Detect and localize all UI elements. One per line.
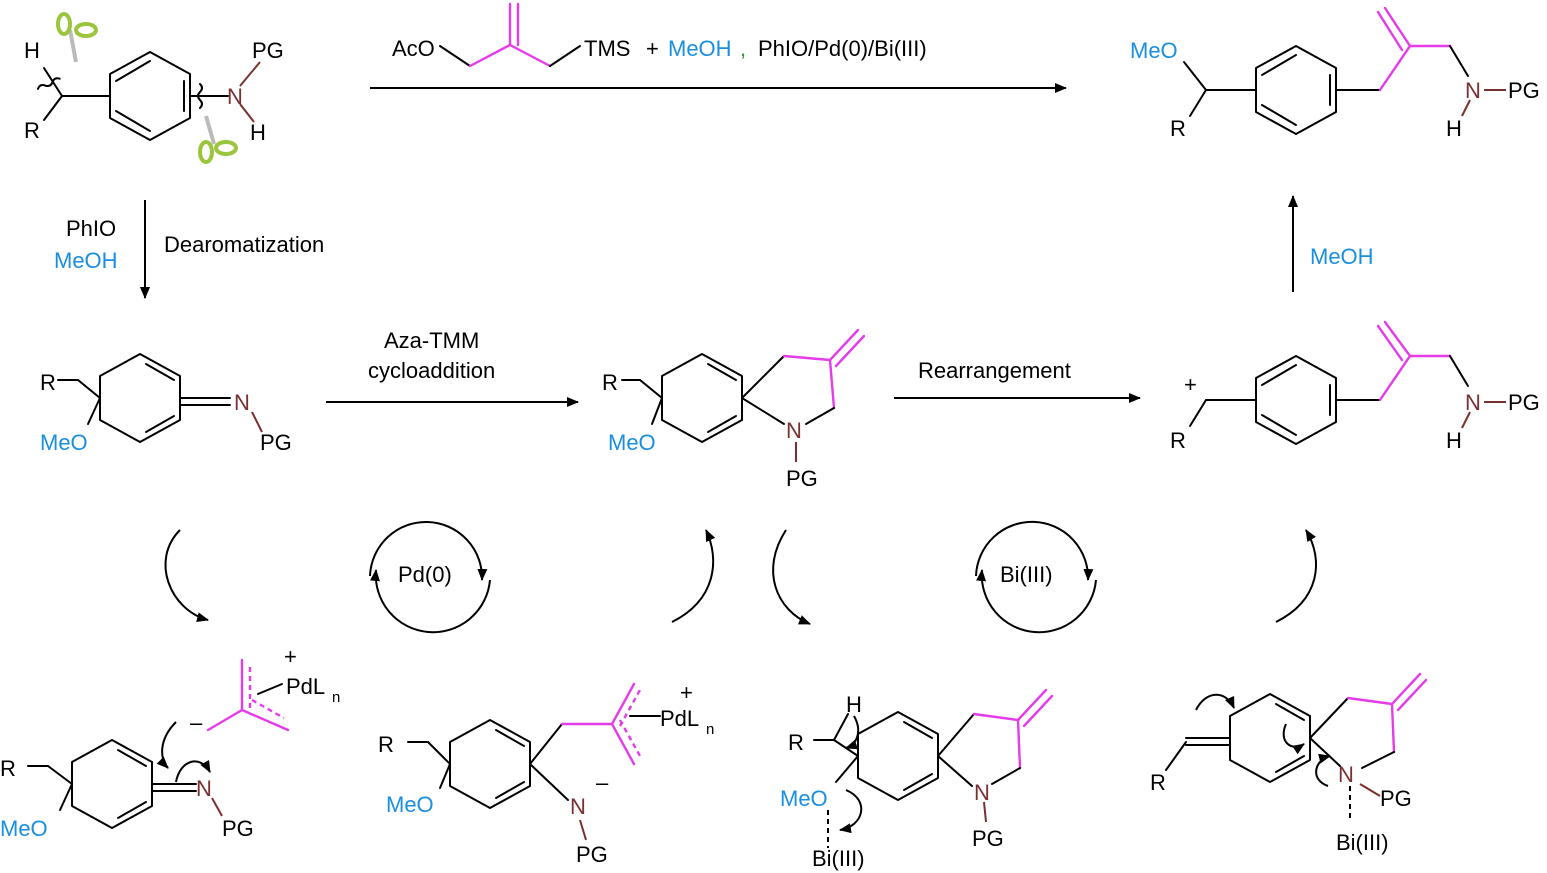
catalytic-cycle-pd-icon: Pd(0) — [369, 520, 491, 634]
step-label-cycloaddition: cycloaddition — [368, 358, 495, 383]
atom-pg: PG — [222, 816, 254, 841]
spirocycle-intermediate: R MeO N PG — [602, 328, 866, 491]
pd-amide-intermediate: R MeO N – PG + PdL n — [378, 680, 714, 867]
step-label-rearrangement: Rearrangement — [918, 358, 1071, 383]
atom-pg: PG — [260, 430, 292, 455]
group-meo: MeO — [386, 792, 434, 817]
atom-r: R — [1170, 428, 1186, 453]
charge-plus: + — [284, 644, 297, 669]
atom-pg: PG — [786, 466, 818, 491]
starting-material: H R N PG H — [24, 38, 284, 145]
reagent-meoh: MeOH — [668, 36, 732, 61]
atom-n: N — [227, 84, 243, 109]
charge-minus: – — [596, 770, 609, 795]
reagent-tms: TMS — [584, 36, 630, 61]
atom-r: R — [1170, 116, 1186, 141]
atom-h: H — [250, 120, 266, 145]
atom-pg: PG — [1508, 78, 1540, 103]
bi-lewis-acid: Bi(III) — [1336, 830, 1389, 855]
atom-h: H — [1446, 116, 1462, 141]
charge-plus: + — [1184, 372, 1197, 397]
catalytic-cycle-bi-icon: Bi(III) — [975, 520, 1097, 634]
subscript-n: n — [332, 689, 340, 706]
reagent-aco: AcO — [392, 36, 435, 61]
atom-pg: PG — [1380, 786, 1412, 811]
atom-h: H — [846, 692, 862, 717]
charge-minus: – — [190, 710, 203, 735]
atom-n: N — [196, 776, 212, 801]
group-meo: MeO — [0, 816, 48, 841]
atom-h: H — [1446, 428, 1462, 453]
curved-arrow — [1275, 529, 1317, 623]
atom-pg: PG — [972, 826, 1004, 851]
plus-sign: + — [646, 36, 659, 61]
atom-n: N — [570, 794, 586, 819]
catalyst-bi: Bi(III) — [1000, 562, 1053, 587]
atom-n: N — [1465, 390, 1481, 415]
scissors-icon — [56, 12, 98, 63]
curved-arrow — [772, 529, 811, 625]
ring-opening-intermediate: R N PG Bi(III) — [1150, 672, 1428, 855]
pd-ligand: PdL — [286, 674, 325, 699]
atom-r: R — [602, 370, 618, 395]
atom-pg: PG — [576, 842, 608, 867]
step-label-meoh: MeOH — [1310, 244, 1374, 269]
reagent-meoh: MeOH — [54, 248, 118, 273]
group-meo: MeO — [1130, 38, 1178, 63]
imine-pd-allyl-complex: R MeO N PG – + PdL n — [0, 644, 340, 841]
subscript-n: n — [706, 721, 714, 738]
catalyst-pd: Pd(0) — [398, 562, 452, 587]
final-product: MeO R N PG H — [1130, 6, 1540, 141]
bi-activated-spirocycle: H R MeO N PG Bi(III) — [780, 688, 1054, 871]
comma: , — [740, 36, 746, 61]
group-meo: MeO — [608, 430, 656, 455]
reagent-phio: PhIO — [66, 216, 116, 241]
atom-pg: PG — [1508, 390, 1540, 415]
bi-lewis-acid: Bi(III) — [812, 846, 865, 871]
curved-arrow — [671, 529, 716, 623]
atom-h: H — [24, 38, 40, 63]
atom-n: N — [1338, 762, 1354, 787]
step-label-dearomatization: Dearomatization — [164, 232, 324, 257]
atom-r: R — [788, 730, 804, 755]
scissors-icon — [198, 115, 238, 164]
charge-plus: + — [680, 680, 693, 705]
atom-n: N — [786, 418, 802, 443]
group-meo: MeO — [40, 430, 88, 455]
curved-arrow — [164, 529, 209, 623]
atom-n: N — [1465, 78, 1481, 103]
atom-n: N — [974, 780, 990, 805]
group-meo: MeO — [780, 786, 828, 811]
atom-pg: PG — [252, 38, 284, 63]
atom-r: R — [378, 732, 394, 757]
pd-ligand: PdL — [660, 706, 699, 731]
atom-r: R — [0, 756, 16, 781]
step-label-aza-tmm: Aza-TMM — [384, 328, 479, 353]
benzylic-cation: + R N PG H — [1170, 320, 1540, 453]
top-reagent: AcO TMS + MeOH , PhIO/Pd(0)/Bi(III) — [392, 2, 927, 68]
atom-r: R — [1150, 770, 1166, 795]
atom-n: N — [234, 390, 250, 415]
imine-intermediate: R MeO N PG — [40, 353, 292, 455]
atom-r: R — [24, 118, 40, 143]
atom-r: R — [40, 370, 56, 395]
catalysts: PhIO/Pd(0)/Bi(III) — [758, 36, 927, 61]
